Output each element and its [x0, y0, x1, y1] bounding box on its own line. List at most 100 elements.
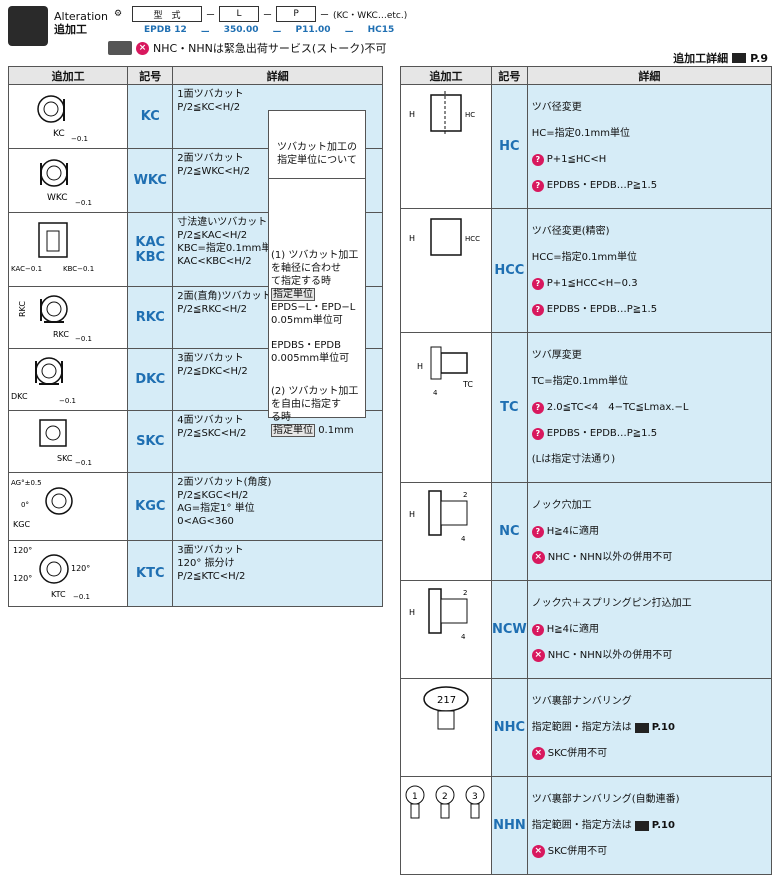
- table-row: H HCC HCC ツバ径変更(精密) HCC=指定0.1mm単位 ?P+1≦HC…: [400, 208, 773, 333]
- svg-text:2: 2: [463, 589, 467, 597]
- code-kac-kbc: KAC KBC: [127, 212, 174, 287]
- fig-kac-kbc: KAC−0.1 KBC−0.1: [7, 212, 129, 287]
- fig-nhn: 1 2 3: [400, 776, 492, 875]
- desc-hcc: ツバ径変更(精密) HCC=指定0.1mm単位 ?P+1≦HCC<H−0.3 ?…: [526, 208, 773, 333]
- svg-text:KGC: KGC: [13, 520, 30, 529]
- svg-text:4: 4: [433, 389, 438, 397]
- ng-icon: ×: [531, 845, 545, 858]
- svg-text:HC: HC: [465, 111, 475, 119]
- code-hcc: HCC: [491, 208, 528, 333]
- desc-hc: ツバ径変更 HC=指定0.1mm単位 ?P+1≦HC<H ?EPDBS・EPDB…: [526, 84, 773, 209]
- code-nhc: NHC: [491, 678, 528, 777]
- svg-text:AG°±0.5: AG°±0.5: [11, 479, 42, 487]
- svg-text:2: 2: [463, 491, 467, 499]
- code-skc: SKC: [127, 410, 174, 473]
- code-kgc: KGC: [127, 472, 174, 541]
- ng-icon: ×: [531, 747, 545, 760]
- svg-text:KTC: KTC: [51, 590, 66, 599]
- svg-text:DKC: DKC: [11, 392, 28, 401]
- order-example: EPDB 12 ー 350.00 ー P11.00 ー HC15: [144, 25, 395, 38]
- ng-icon: ×: [136, 41, 149, 55]
- svg-text:KBC−0.1: KBC−0.1: [63, 265, 94, 273]
- svg-text:−0.1: −0.1: [75, 199, 92, 207]
- svg-text:120°: 120°: [13, 546, 32, 555]
- svg-text:4: 4: [461, 633, 466, 641]
- svg-text:3: 3: [472, 792, 478, 802]
- svg-text:HCC: HCC: [465, 235, 480, 243]
- book-icon: [634, 722, 649, 733]
- code-nc: NC: [491, 482, 528, 581]
- ng-icon: ×: [531, 649, 545, 662]
- caution-icon: ?: [531, 525, 544, 538]
- gear-icon: ⚙: [108, 6, 128, 22]
- code-hc: HC: [491, 84, 528, 209]
- side-note-title: ツバカット加工の 指定単位について: [268, 110, 366, 180]
- svg-text:120°: 120°: [13, 574, 32, 583]
- svg-text:KAC−0.1: KAC−0.1: [11, 265, 42, 273]
- code-tc: TC: [491, 332, 528, 483]
- svg-text:−0.1: −0.1: [75, 459, 92, 467]
- col-header-process: 追加工: [7, 66, 129, 85]
- svg-text:2: 2: [442, 792, 448, 802]
- caution-icon: ?: [531, 427, 544, 440]
- option-format: ⚙ 型 式 ー L ー P ー (KC・WKC…etc.): [108, 5, 407, 23]
- caution-icon: ?: [531, 401, 544, 414]
- svg-text:SKC: SKC: [57, 454, 73, 463]
- header-title: Alterations 追加工: [54, 10, 114, 36]
- svg-text:WKC: WKC: [47, 193, 68, 203]
- svg-text:0°: 0°: [21, 501, 29, 509]
- fig-ncw: H 2 4: [400, 580, 492, 679]
- svg-text:1: 1: [412, 792, 418, 802]
- svg-text:H: H: [409, 608, 415, 617]
- desc-ncw: ノック穴＋スプリングピン打込加工 ?H≧4に適用 ×NHC・NHN以外の併用不可: [526, 580, 773, 679]
- express-notice: × NHC・NHNは緊急出荷サービス(ストーク)不可: [108, 40, 387, 56]
- svg-text:TC: TC: [462, 380, 473, 389]
- svg-text:RKC: RKC: [18, 301, 27, 317]
- table-row: 120°120°120°KTC−0.1 KTC 3面ツバカット 120° 振分け…: [7, 540, 383, 607]
- fig-kc: KC −0.1: [7, 84, 129, 149]
- fig-kgc: AG°±0.5 0° KGC: [7, 472, 129, 541]
- caution-icon: ?: [531, 179, 544, 192]
- nhc-number: 217: [437, 695, 456, 706]
- book-icon: [732, 53, 747, 63]
- code-kc: KC: [127, 84, 174, 149]
- book-icon: [634, 820, 649, 831]
- fig-nc: H 2 4: [400, 482, 492, 581]
- table-row: H HC HC ツバ径変更 HC=指定0.1mm単位 ?P+1≦HC<H ?EPD…: [400, 84, 773, 209]
- caution-icon: ?: [531, 623, 544, 636]
- code-rkc: RKC: [127, 286, 174, 349]
- svg-text:RKC: RKC: [53, 330, 69, 339]
- fig-nhc: 217: [400, 678, 492, 777]
- svg-text:4: 4: [461, 535, 466, 543]
- fig-hc: H HC: [400, 84, 492, 209]
- desc-nc: ノック穴加工 ?H≧4に適用 ×NHC・NHN以外の併用不可: [526, 482, 773, 581]
- svg-text:H: H: [409, 234, 415, 243]
- caution-icon: ?: [531, 153, 544, 166]
- svg-text:−0.1: −0.1: [71, 135, 88, 143]
- label-kc: KC: [53, 129, 65, 139]
- svg-text:H: H: [409, 110, 415, 119]
- fig-wkc: WKC −0.1: [7, 148, 129, 213]
- side-note-body: (1) ツバカット加工 を軸径に合わせ て指定する時 指定単位 EPDS−L・E…: [268, 178, 366, 437]
- detail-link[interactable]: 追加工詳細 P.9: [673, 51, 768, 66]
- table-row: H 2 4 NC ノック穴加工 ?H≧4に適用 ×NHC・NHN以外の併用不可: [400, 482, 773, 581]
- code-wkc: WKC: [127, 148, 174, 213]
- caution-icon: ?: [531, 303, 544, 316]
- svg-text:−0.1: −0.1: [73, 593, 90, 601]
- svg-text:H: H: [409, 510, 415, 519]
- code-ktc: KTC: [127, 540, 174, 607]
- desc-ktc: 3面ツバカット 120° 振分け P/2≦KTC<H/2: [172, 540, 383, 607]
- code-nhn: NHN: [491, 776, 528, 875]
- col-header-detail: 詳細: [172, 66, 383, 85]
- code-dkc: DKC: [127, 348, 174, 411]
- truck-icon: [108, 41, 132, 55]
